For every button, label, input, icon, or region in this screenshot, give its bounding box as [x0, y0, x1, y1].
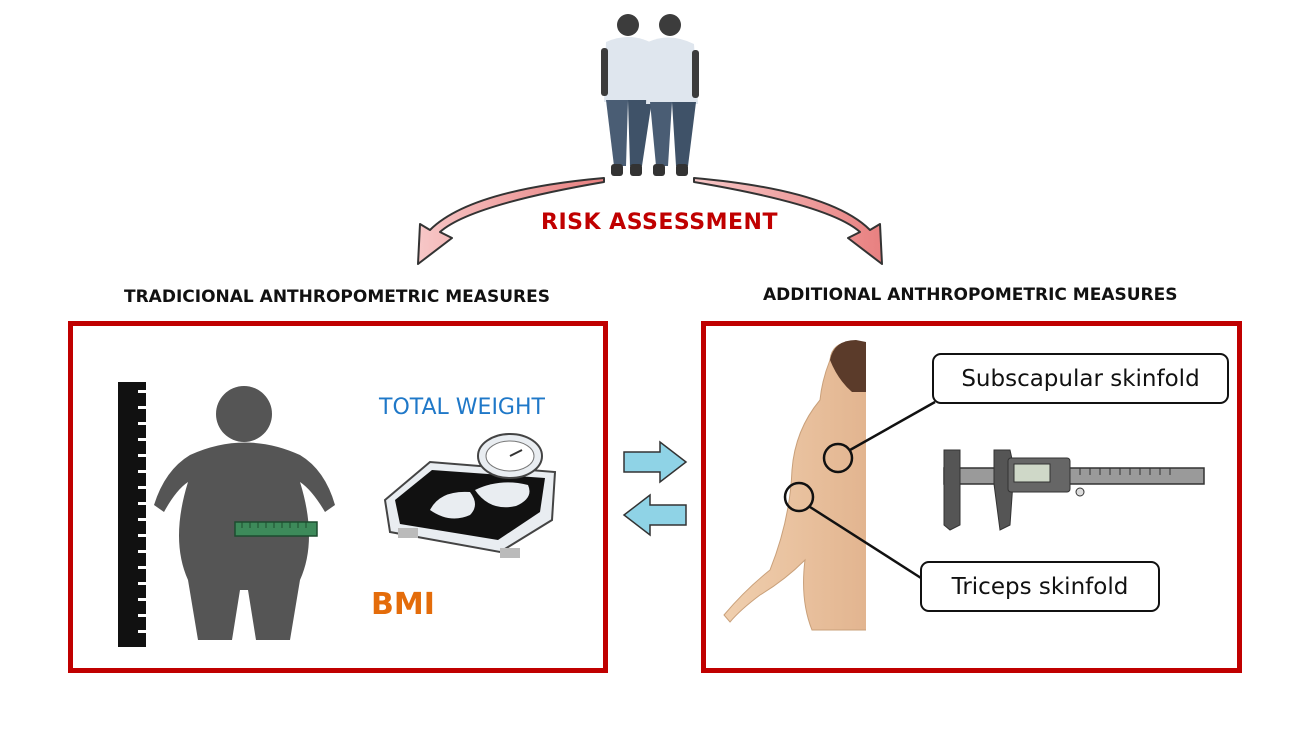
subscapular-marker: [822, 400, 936, 474]
risk-assessment-title: RISK ASSESSMENT: [541, 210, 778, 235]
triceps-skinfold-callout: Triceps skinfold: [920, 561, 1160, 612]
right-panel-heading: ADDITIONAL ANTHROPOMETRIC MEASURES: [763, 285, 1178, 305]
people-icon: [601, 14, 699, 176]
exchange-arrow-left-icon: [622, 493, 687, 537]
triceps-marker: [783, 481, 922, 580]
ruler-icon: [118, 382, 146, 647]
bmi-label: BMI: [371, 587, 435, 622]
scale-icon: [383, 433, 557, 558]
figure-icon: [154, 386, 335, 640]
right-panel-frame: [701, 321, 1242, 673]
tape-measure-icon: [234, 521, 318, 537]
total-weight-label: TOTAL WEIGHT: [379, 395, 545, 420]
left-panel-heading: TRADICIONAL ANTHROPOMETRIC MEASURES: [124, 287, 550, 307]
subscapular-skinfold-callout: Subscapular skinfold: [932, 353, 1229, 404]
torso-icon: [723, 338, 874, 638]
curved-arrow-left-icon: [417, 177, 605, 265]
curved-arrow-right-icon: [693, 177, 883, 265]
left-panel-frame: [68, 321, 608, 673]
caliper-icon: [943, 449, 1205, 531]
exchange-arrow-right-icon: [623, 440, 688, 484]
